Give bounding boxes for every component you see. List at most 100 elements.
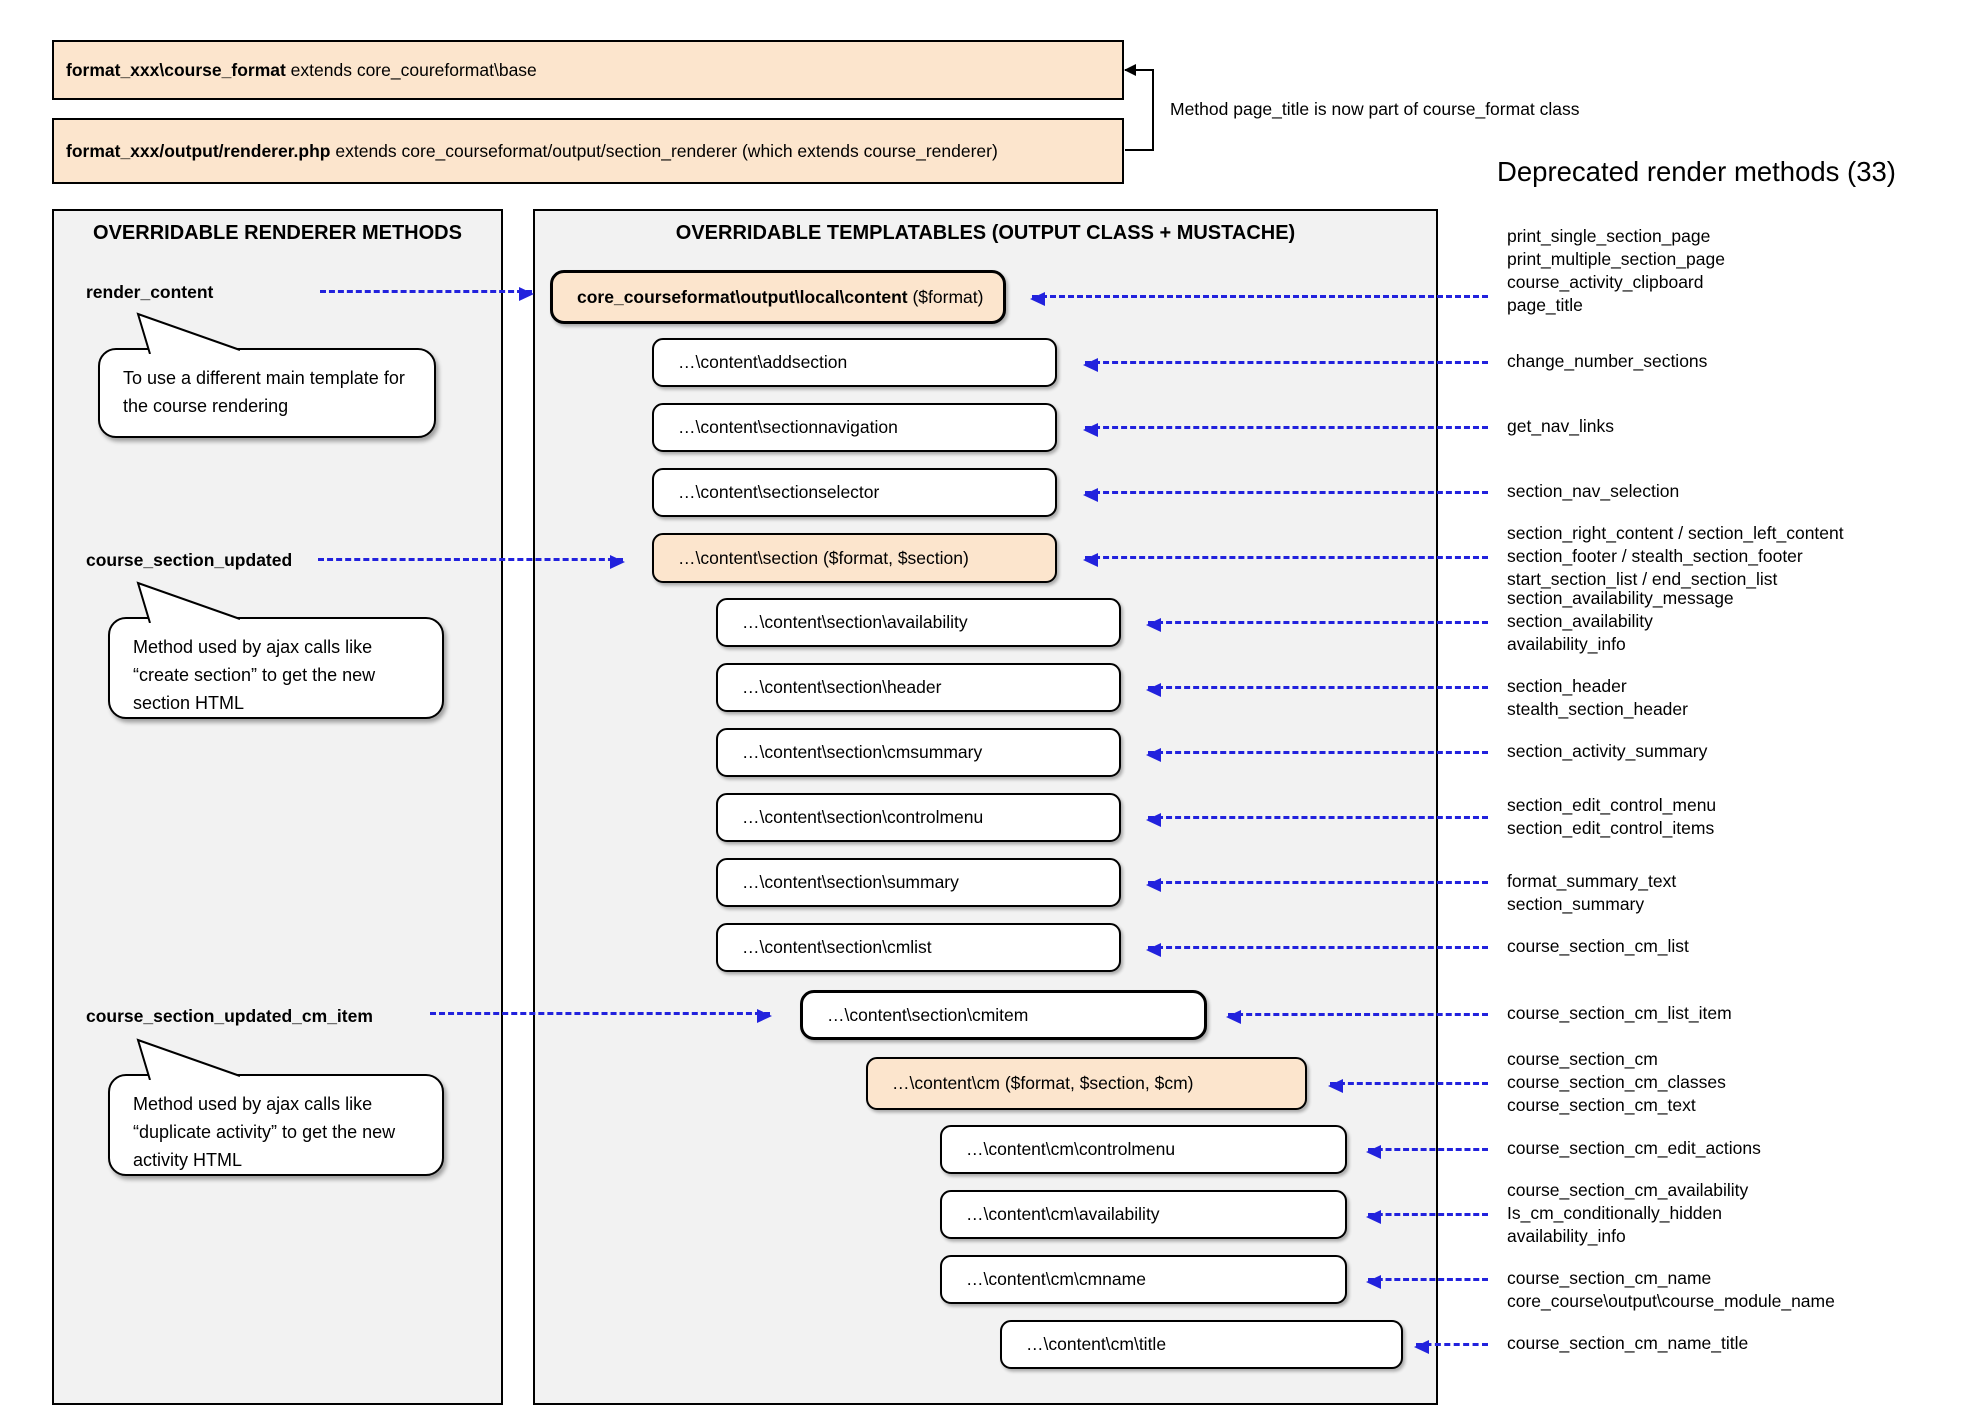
deprecated-method: course_section_cm_name_title bbox=[1507, 1333, 1749, 1353]
box-section-header: …\content\section\header bbox=[716, 663, 1121, 712]
render-content-callout-line1: To use a different main template for bbox=[123, 368, 405, 388]
renderer-methods-panel-title: OVERRIDABLE RENDERER METHODS bbox=[93, 222, 462, 244]
box-content-text: core_courseformat\output\local\content (… bbox=[577, 287, 983, 308]
deprecated-method: course_section_cm_availability bbox=[1507, 1180, 1749, 1200]
course-section-updated-callout: Method used by ajax calls like “create s… bbox=[108, 617, 444, 719]
deprecated-method: change_number_sections bbox=[1507, 351, 1708, 371]
bracket-connector bbox=[1125, 69, 1154, 151]
arrow-render-content-to-content bbox=[320, 287, 534, 302]
box-cm-availability: …\content\cm\availability bbox=[940, 1190, 1347, 1239]
class-box-renderer-bold: format_xxx/output/renderer.php bbox=[66, 140, 331, 161]
arrow-deprecated-to-sectionnavigation bbox=[1083, 423, 1488, 438]
arrow-deprecated-to-section-header bbox=[1146, 683, 1488, 698]
deprecated-methods-heading: Deprecated render methods (33) bbox=[1497, 156, 1896, 187]
deprecated-method: Is_cm_conditionally_hidden bbox=[1507, 1203, 1722, 1223]
deprecated-method: print_multiple_section_page bbox=[1507, 249, 1725, 269]
box-content: core_courseformat\output\local\content (… bbox=[550, 270, 1006, 324]
deprecated-group-section-cmsummary: section_activity_summary bbox=[1507, 740, 1707, 763]
arrow-deprecated-to-content bbox=[1030, 292, 1488, 307]
deprecated-method: format_summary_text bbox=[1507, 871, 1677, 891]
class-box-renderer-rest: extends core_courseformat/output/section… bbox=[330, 140, 998, 161]
box-content-bold: core_courseformat\output\local\content bbox=[577, 286, 908, 307]
arrow-deprecated-to-addsection bbox=[1083, 358, 1488, 373]
arrow-deprecated-to-section-summary bbox=[1146, 878, 1488, 893]
deprecated-group-cm-title: course_section_cm_name_title bbox=[1507, 1332, 1748, 1355]
arrow-deprecated-to-section-availability bbox=[1146, 618, 1488, 633]
arrow-deprecated-to-cm-title bbox=[1414, 1340, 1488, 1355]
class-box-renderer: format_xxx/output/renderer.php extends c… bbox=[52, 118, 1124, 184]
cm-item-callout-line3: activity HTML bbox=[133, 1150, 243, 1170]
deprecated-group-section-summary: format_summary_text section_summary bbox=[1507, 870, 1676, 916]
deprecated-method: availability_info bbox=[1507, 1226, 1626, 1246]
arrow-deprecated-to-cm-cmname bbox=[1366, 1275, 1488, 1290]
course-section-updated-callout-line3: section HTML bbox=[133, 693, 245, 713]
class-box-renderer-text: format_xxx/output/renderer.php extends c… bbox=[66, 140, 998, 163]
box-section-cmitem: …\content\section\cmitem bbox=[800, 990, 1207, 1040]
deprecated-group-render-content: print_single_section_page print_multiple… bbox=[1507, 225, 1725, 317]
deprecated-group-section-header: section_header stealth_section_header bbox=[1507, 675, 1688, 721]
deprecated-method: course_section_cm_name bbox=[1507, 1268, 1712, 1288]
deprecated-method: course_section_cm_list bbox=[1507, 936, 1689, 956]
arrow-deprecated-to-section-controlmenu bbox=[1146, 813, 1488, 828]
deprecated-method: section_nav_selection bbox=[1507, 481, 1680, 501]
deprecated-group-sectionselector: section_nav_selection bbox=[1507, 480, 1679, 503]
page-title-note: Method page_title is now part of course_… bbox=[1170, 99, 1580, 119]
deprecated-method: course_activity_clipboard bbox=[1507, 272, 1704, 292]
deprecated-method: course_section_cm_list_item bbox=[1507, 1003, 1732, 1023]
box-cm-controlmenu: …\content\cm\controlmenu bbox=[940, 1125, 1347, 1174]
deprecated-method: core_course\output\course_module_name bbox=[1507, 1291, 1835, 1311]
deprecated-method: section_availability_message bbox=[1507, 588, 1734, 608]
deprecated-group-cm-controlmenu: course_section_cm_edit_actions bbox=[1507, 1137, 1761, 1160]
deprecated-method: section_edit_control_menu bbox=[1507, 795, 1717, 815]
deprecated-method: print_single_section_page bbox=[1507, 226, 1711, 246]
class-box-course-format: format_xxx\course_format extends core_co… bbox=[52, 40, 1124, 100]
templatables-panel-title: OVERRIDABLE TEMPLATABLES (OUTPUT CLASS +… bbox=[675, 222, 1296, 244]
deprecated-method: course_section_cm_classes bbox=[1507, 1072, 1726, 1092]
cm-item-callout-line1: Method used by ajax calls like bbox=[133, 1094, 373, 1114]
class-box-course-format-rest: extends core_coureformat\base bbox=[285, 59, 537, 80]
course-section-updated-callout-line1: Method used by ajax calls like bbox=[133, 637, 373, 657]
box-addsection: …\content\addsection bbox=[652, 338, 1057, 387]
deprecated-method: course_section_cm_edit_actions bbox=[1507, 1138, 1761, 1158]
arrow-deprecated-to-section-cmsummary bbox=[1146, 748, 1488, 763]
cm-item-callout-line2: “duplicate activity” to get the new bbox=[133, 1122, 396, 1142]
box-sectionnavigation: …\content\sectionnavigation bbox=[652, 403, 1057, 452]
course-section-updated-callout-line2: “create section” to get the new bbox=[133, 665, 376, 685]
deprecated-method: course_section_cm bbox=[1507, 1049, 1658, 1069]
box-section-cmlist: …\content\section\cmlist bbox=[716, 923, 1121, 972]
box-section: …\content\section ($format, $section) bbox=[652, 533, 1057, 583]
cm-item-callout: Method used by ajax calls like “duplicat… bbox=[108, 1074, 444, 1176]
arrow-deprecated-to-section-cmlist bbox=[1146, 943, 1488, 958]
method-render-content: render_content bbox=[86, 282, 214, 302]
box-sectionselector: …\content\sectionselector bbox=[652, 468, 1057, 517]
course-section-updated-callout-tail bbox=[136, 581, 241, 623]
deprecated-group-cm-cmname: course_section_cm_name core_course\outpu… bbox=[1507, 1267, 1835, 1313]
deprecated-method: section_activity_summary bbox=[1507, 741, 1708, 761]
arrow-deprecated-to-sectionselector bbox=[1083, 488, 1488, 503]
deprecated-method: page_title bbox=[1507, 295, 1583, 315]
deprecated-method: course_section_cm_text bbox=[1507, 1095, 1696, 1115]
deprecated-group-section-cmlist: course_section_cm_list bbox=[1507, 935, 1689, 958]
box-content-rest: ($format) bbox=[907, 286, 984, 307]
class-box-course-format-text: format_xxx\course_format extends core_co… bbox=[66, 59, 537, 82]
arrow-deprecated-to-cm bbox=[1328, 1079, 1488, 1094]
box-cm-cmname: …\content\cm\cmname bbox=[940, 1255, 1347, 1304]
cm-item-callout-tail bbox=[136, 1038, 241, 1080]
deprecated-method: get_nav_links bbox=[1507, 416, 1615, 436]
arrow-deprecated-to-cm-availability bbox=[1366, 1210, 1488, 1225]
arrow-course-section-updated-to-section bbox=[318, 555, 625, 570]
deprecated-method: section_summary bbox=[1507, 894, 1645, 914]
deprecated-method: availability_info bbox=[1507, 634, 1626, 654]
method-course-section-updated-cm-item: course_section_updated_cm_item bbox=[86, 1006, 373, 1026]
deprecated-method: section_header bbox=[1507, 676, 1627, 696]
box-cm: …\content\cm ($format, $section, $cm) bbox=[866, 1057, 1307, 1110]
box-section-availability: …\content\section\availability bbox=[716, 598, 1121, 647]
deprecated-group-addsection: change_number_sections bbox=[1507, 350, 1707, 373]
deprecated-group-cm: course_section_cm course_section_cm_clas… bbox=[1507, 1048, 1726, 1117]
render-content-callout: To use a different main template for the… bbox=[98, 348, 436, 438]
deprecated-group-section-controlmenu: section_edit_control_menu section_edit_c… bbox=[1507, 794, 1716, 840]
deprecated-group-section-cmitem: course_section_cm_list_item bbox=[1507, 1002, 1732, 1025]
deprecated-method: start_section_list / end_section_list bbox=[1507, 569, 1778, 589]
arrow-deprecated-to-section bbox=[1083, 553, 1488, 568]
deprecated-group-sectionnavigation: get_nav_links bbox=[1507, 415, 1614, 438]
